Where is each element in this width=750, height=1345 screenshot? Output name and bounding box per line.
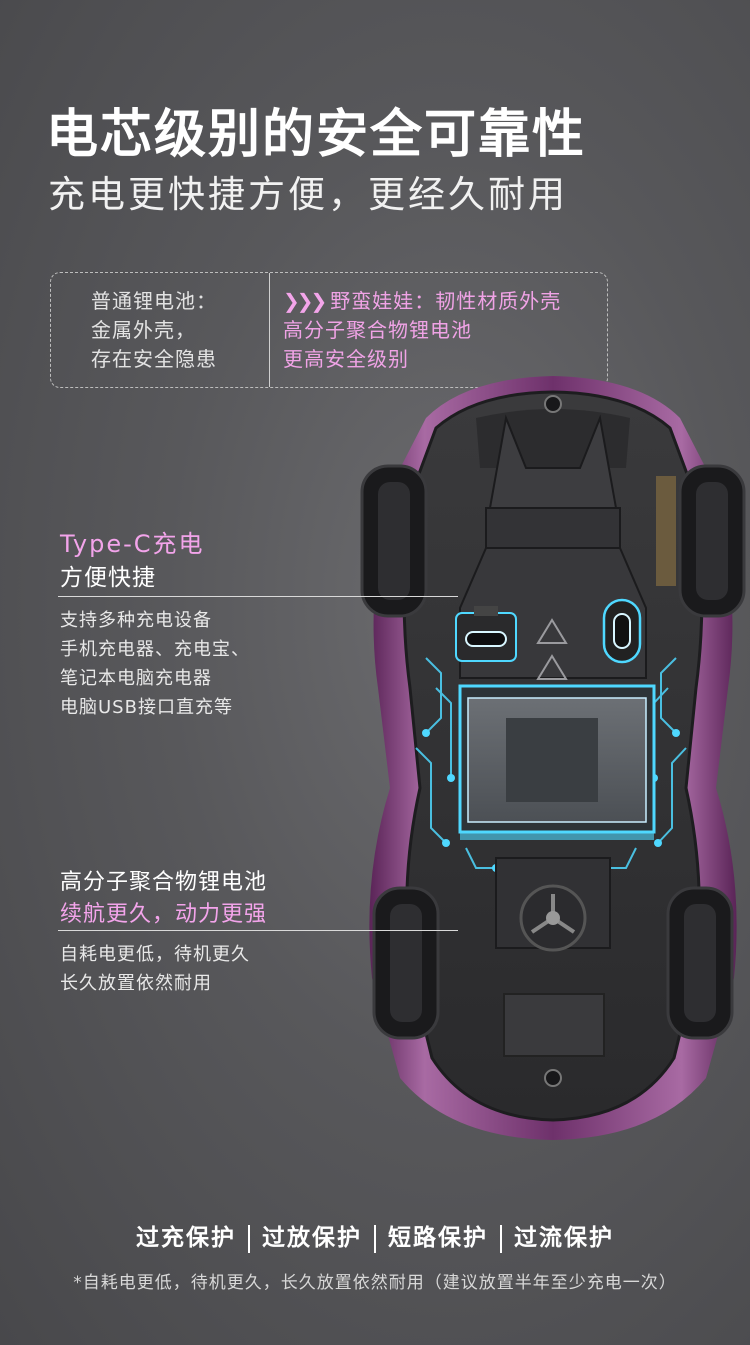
charging-detail-line: 手机充电器、充电宝、 <box>60 639 250 660</box>
protection-separator <box>248 1224 250 1253</box>
protection-item: 短路保护 <box>388 1225 488 1251</box>
battery-feature-subtitle: 续航更久，动力更强 <box>60 902 268 927</box>
footnote: *自耗电更低，待机更久，长久放置依然耐用（建议放置半年至少充电一次） <box>73 1273 677 1293</box>
battery-feature-title: 高分子聚合物锂电池 <box>60 870 268 895</box>
comparison-box: 普通锂电池： 金属外壳， 存在安全隐患 ❯❯❯野蛮娃娃：韧性材质外壳 高分子聚合… <box>50 272 608 388</box>
product-line: 高分子聚合物锂电池 <box>283 318 472 342</box>
protection-separator <box>374 1224 376 1253</box>
comparison-divider <box>269 273 270 387</box>
ordinary-line: 金属外壳， <box>91 318 196 342</box>
product-line: 野蛮娃娃：韧性材质外壳 <box>330 289 562 313</box>
comparison-product: ❯❯❯野蛮娃娃：韧性材质外壳 高分子聚合物锂电池 更高安全级别 <box>283 287 603 374</box>
battery-callout-line <box>58 930 458 931</box>
battery-feature-details: 自耗电更低，待机更久 长久放置依然耐用 <box>60 940 250 998</box>
charging-feature-subtitle: 方便快捷 <box>60 565 156 591</box>
battery-detail-line: 自耗电更低，待机更久 <box>60 944 250 965</box>
ordinary-line: 存在安全隐患 <box>91 347 217 371</box>
protection-separator <box>500 1224 502 1253</box>
charging-feature-title: Type-C充电 <box>60 530 205 558</box>
product-line: 更高安全级别 <box>283 347 409 371</box>
charging-feature-details: 支持多种充电设备 手机充电器、充电宝、 笔记本电脑充电器 电脑USB接口直充等 <box>60 606 250 722</box>
car-chassis-illustration <box>360 376 746 1140</box>
ordinary-line: 普通锂电池： <box>91 289 217 313</box>
protection-item: 过流保护 <box>514 1225 614 1251</box>
battery-detail-line: 长久放置依然耐用 <box>60 973 212 994</box>
protection-item: 过放保护 <box>262 1225 362 1251</box>
page-subtitle: 充电更快捷方便，更经久耐用 <box>48 173 568 216</box>
protection-item: 过充保护 <box>136 1225 236 1251</box>
charging-callout-line <box>58 596 458 597</box>
protection-list: 过充保护过放保护短路保护过流保护 <box>0 1218 750 1253</box>
chevron-right-icon: ❯❯❯ <box>283 289 327 313</box>
charging-detail-line: 支持多种充电设备 <box>60 610 212 631</box>
charging-detail-line: 电脑USB接口直充等 <box>60 697 233 718</box>
charging-detail-line: 笔记本电脑充电器 <box>60 668 212 689</box>
page-title: 电芯级别的安全可靠性 <box>46 105 587 165</box>
comparison-ordinary: 普通锂电池： 金属外壳， 存在安全隐患 <box>91 287 267 374</box>
